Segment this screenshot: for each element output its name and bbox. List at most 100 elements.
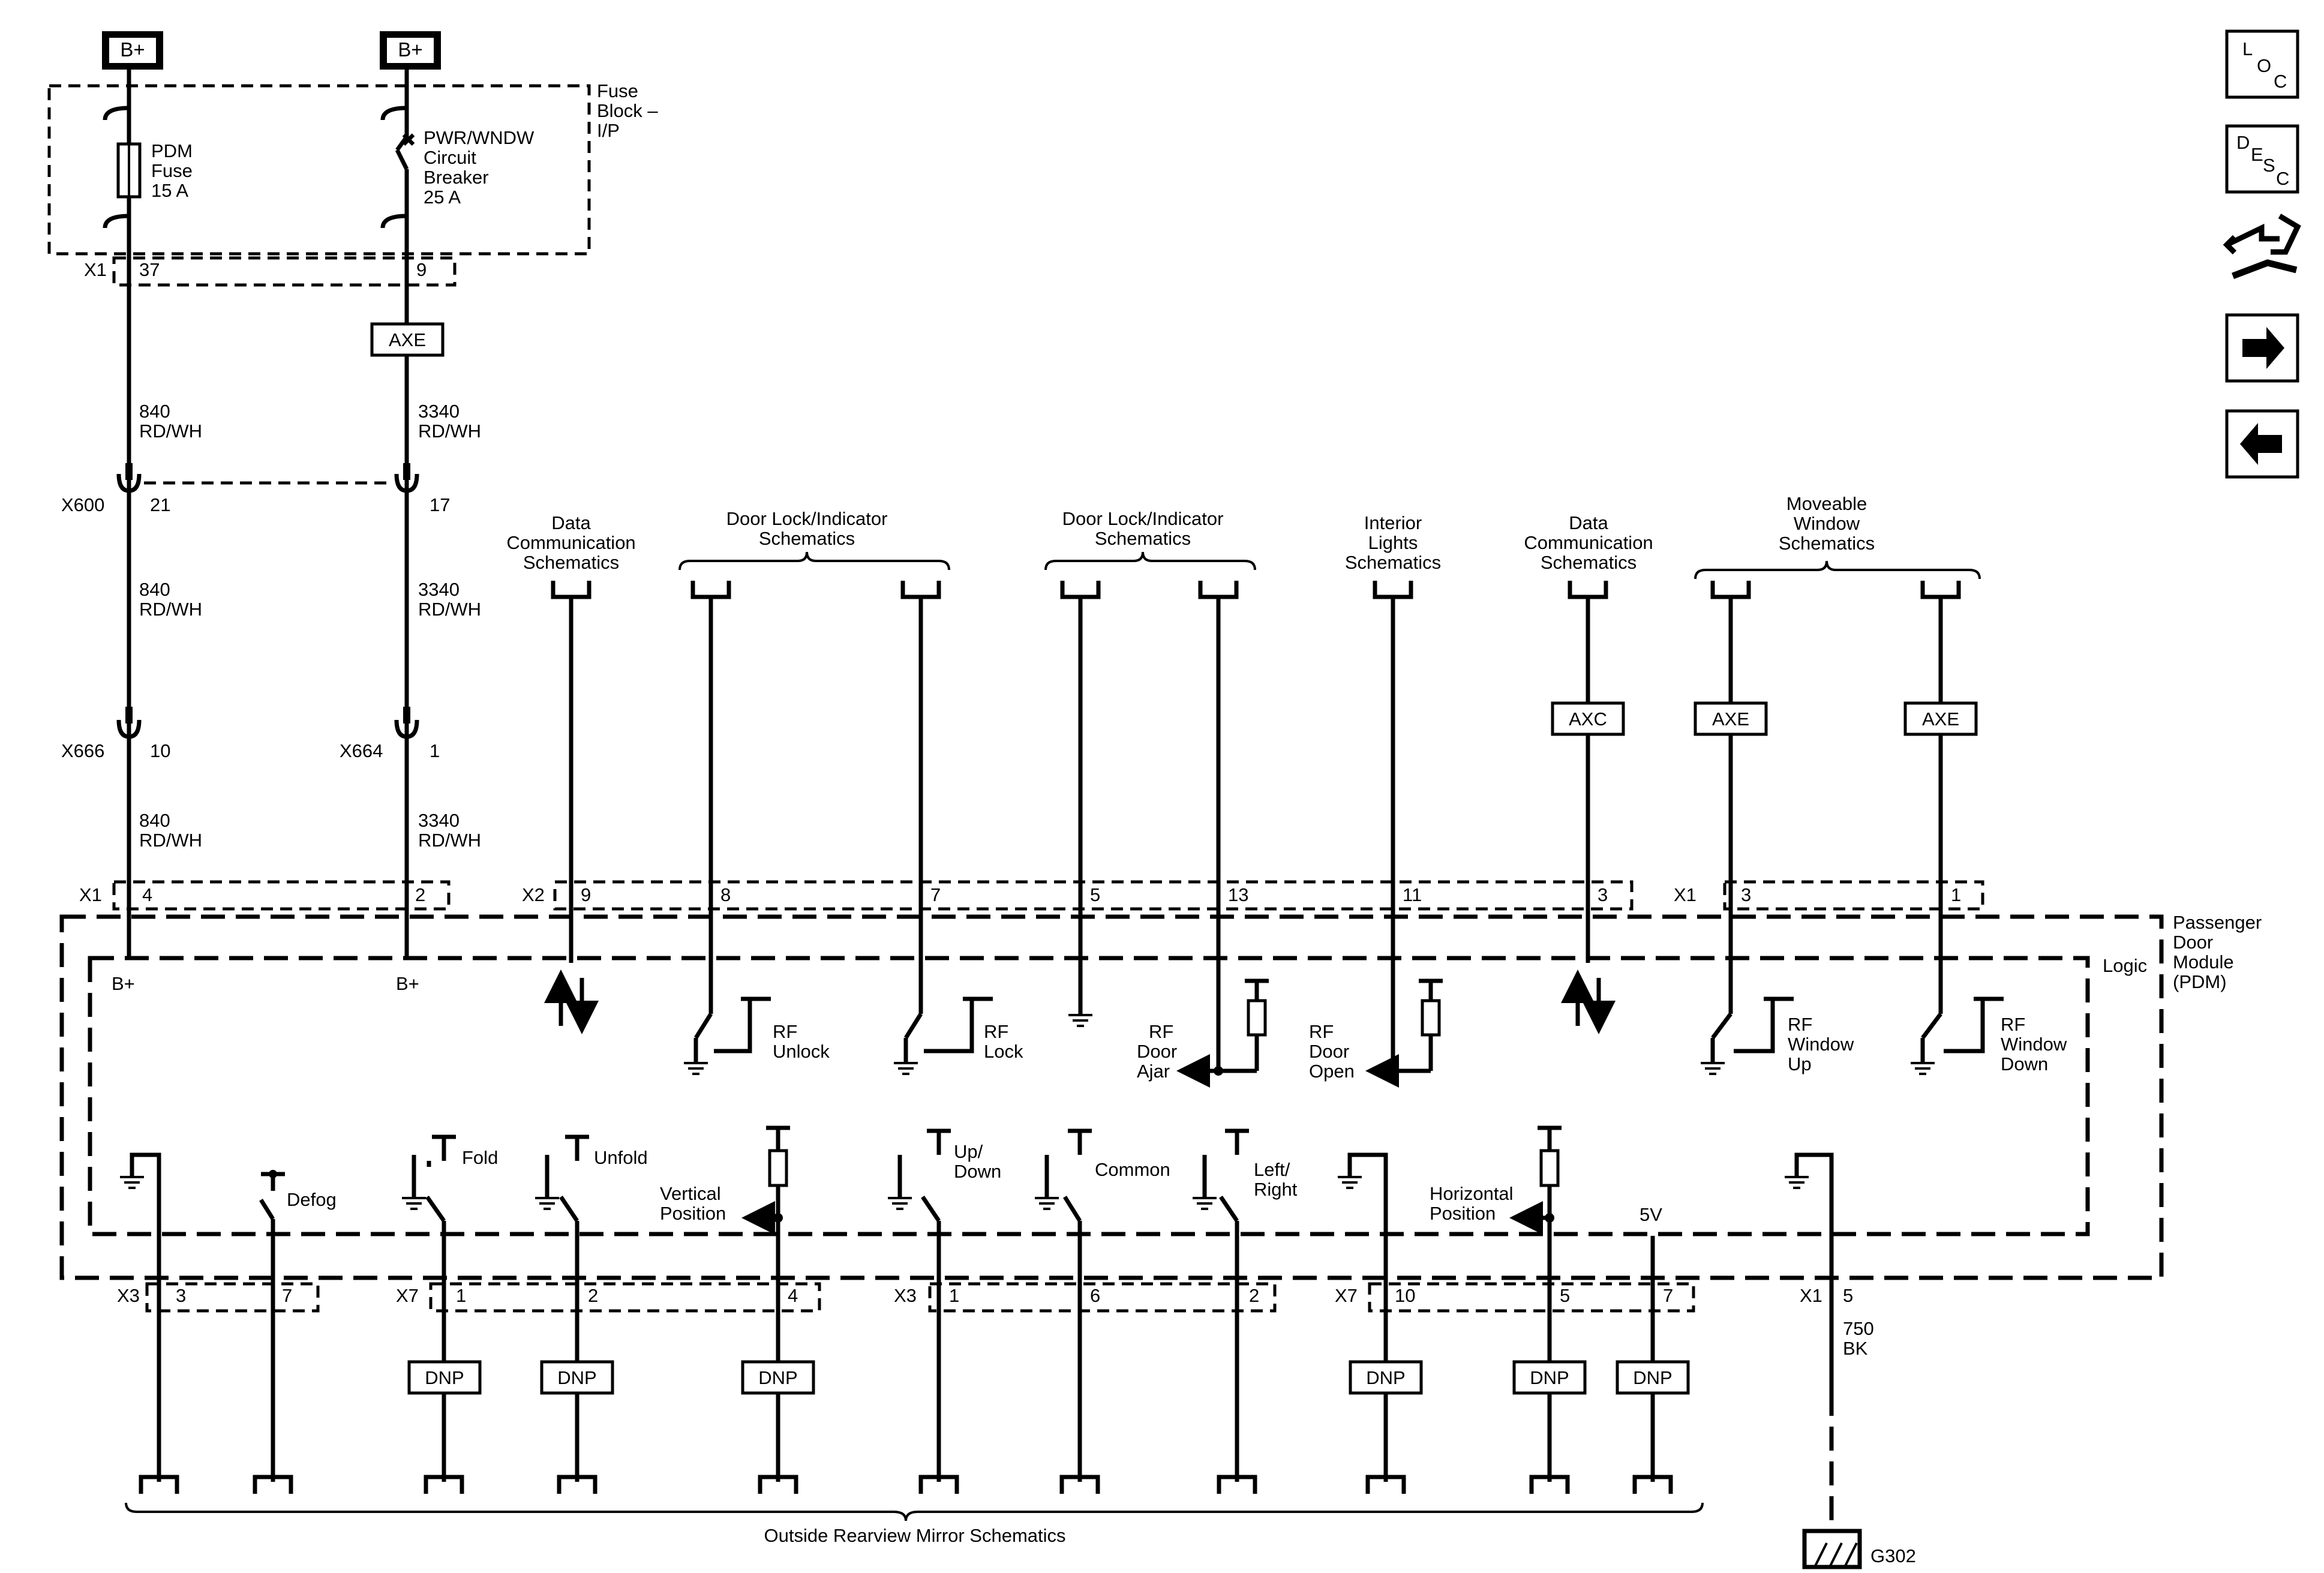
svg-text:2: 2	[1249, 1285, 1259, 1306]
connector-x666: X666	[61, 740, 104, 761]
bplus-source-right: B+	[380, 31, 441, 70]
ref-door-lock-right[interactable]: Door Lock/Indicator	[1062, 508, 1224, 529]
svg-text:9: 9	[416, 259, 427, 280]
ground-icon-x1-5	[1785, 1152, 1834, 1392]
connector-x7-right: X7	[1335, 1285, 1358, 1306]
svg-text:17: 17	[430, 494, 450, 515]
wire-3340: 3340	[418, 401, 460, 422]
g302-label: G302	[1870, 1545, 1916, 1566]
rf-window-down-switch	[1911, 963, 2004, 1075]
dnp-box-horizontal: DNP	[1512, 1360, 1587, 1395]
svg-text:O: O	[2257, 55, 2271, 76]
svg-text:Position: Position	[660, 1203, 726, 1224]
svg-text:10: 10	[1395, 1285, 1415, 1306]
ref-moveable-window[interactable]: Moveable	[1786, 493, 1867, 514]
pdm-module-outline	[59, 914, 2164, 1280]
rf-door-ajar-input	[1176, 963, 1269, 1088]
svg-text:840: 840	[139, 810, 170, 831]
svg-text:3: 3	[1598, 884, 1608, 905]
svg-text:1: 1	[949, 1285, 959, 1306]
svg-text:Down: Down	[954, 1161, 1001, 1182]
svg-text:RF: RF	[1149, 1021, 1173, 1042]
svg-text:13: 13	[1228, 884, 1248, 905]
left-right-switch	[1193, 1128, 1249, 1482]
bplus-source-left: B+	[102, 31, 163, 70]
connector-x7-left: X7	[396, 1285, 419, 1306]
up-down-switch	[888, 1128, 951, 1482]
svg-text:Lock: Lock	[984, 1041, 1023, 1062]
svg-text:Unlock: Unlock	[773, 1041, 830, 1062]
svg-text:Up/: Up/	[954, 1141, 983, 1162]
logic-outline	[88, 956, 2090, 1236]
desc-button[interactable]: D E S C	[2225, 124, 2299, 194]
ref-door-lock-left[interactable]: Door Lock/Indicator	[726, 508, 888, 529]
svg-text:DNP: DNP	[1530, 1367, 1569, 1388]
svg-text:B+: B+	[396, 973, 419, 994]
svg-text:9: 9	[581, 884, 591, 905]
svg-text:7: 7	[930, 884, 941, 905]
svg-text:Communication: Communication	[1524, 532, 1653, 553]
module-name: Passenger	[2173, 912, 2262, 933]
fuse-block-outline	[47, 84, 591, 256]
svg-text:S: S	[2263, 155, 2275, 176]
svg-text:5: 5	[1090, 884, 1100, 905]
svg-text:3340: 3340	[418, 579, 460, 600]
svg-text:Block –: Block –	[597, 100, 658, 121]
svg-text:E: E	[2251, 144, 2263, 165]
dnp-box-5v: DNP	[1616, 1360, 1690, 1395]
dnp-box-fold: DNP	[407, 1360, 482, 1395]
svg-text:AXE: AXE	[1922, 709, 1959, 730]
svg-text:AXE: AXE	[1712, 709, 1749, 730]
svg-text:840: 840	[139, 579, 170, 600]
rf-unlock-switch	[684, 963, 771, 1075]
svg-text:Up: Up	[1788, 1053, 1812, 1074]
svg-text:I/P: I/P	[597, 120, 620, 141]
rf-lock-switch	[894, 963, 993, 1075]
connector-x3-right: X3	[894, 1285, 917, 1306]
ref-data-communication-right[interactable]: Data	[1569, 512, 1608, 533]
connector-x2: X2	[522, 884, 545, 905]
ref-outside-mirror[interactable]: Outside Rearview Mirror Schematics	[764, 1525, 1065, 1546]
rf-window-up-switch	[1701, 963, 1794, 1075]
dnp-box-x7-10: DNP	[1349, 1360, 1423, 1395]
svg-text:RF: RF	[2001, 1014, 2025, 1035]
svg-text:Unfold: Unfold	[594, 1147, 648, 1168]
svg-text:C: C	[2274, 71, 2287, 92]
svg-text:5: 5	[1560, 1285, 1570, 1306]
loc-button[interactable]: L O C	[2225, 29, 2299, 99]
data-comm-arrows-right	[1561, 969, 1616, 1034]
svg-text:Module: Module	[2173, 951, 2234, 972]
svg-text:1: 1	[430, 740, 440, 761]
svg-text:DNP: DNP	[1366, 1367, 1405, 1388]
svg-text:21: 21	[150, 494, 170, 515]
horizontal-position-sensor	[1509, 1125, 1562, 1482]
connector-x1-ground: X1	[1800, 1285, 1822, 1306]
next-page-button[interactable]	[2225, 313, 2299, 383]
previous-page-button[interactable]	[2225, 409, 2299, 479]
svg-text:B+: B+	[112, 973, 135, 994]
svg-text:11: 11	[1403, 884, 1422, 905]
defog-switch	[259, 1170, 285, 1482]
connector-x3-left: X3	[117, 1285, 140, 1306]
axc-box: AXC	[1551, 701, 1625, 736]
breaker-label: PWR/WNDW	[424, 127, 535, 148]
wire-840: 840	[139, 401, 170, 422]
svg-text:Lights: Lights	[1368, 532, 1418, 553]
svg-text:DNP: DNP	[758, 1367, 797, 1388]
connector-diagnostic-icon[interactable]	[2223, 214, 2301, 280]
svg-text:DNP: DNP	[557, 1367, 596, 1388]
svg-text:3: 3	[176, 1285, 186, 1306]
ref-data-communication-left[interactable]: Data	[551, 512, 591, 533]
svg-text:10: 10	[150, 740, 170, 761]
ref-interior-lights[interactable]: Interior	[1364, 512, 1422, 533]
vertical-position-sensor	[741, 1125, 790, 1482]
svg-text:Circuit: Circuit	[424, 147, 476, 168]
svg-text:Left/: Left/	[1254, 1159, 1290, 1180]
rf-door-open-input	[1365, 963, 1443, 1088]
svg-text:8: 8	[720, 884, 731, 905]
5v-label: 5V	[1640, 1204, 1662, 1225]
svg-text:RD/WH: RD/WH	[139, 599, 202, 620]
axe-box-window-down: AXE	[1903, 701, 1978, 736]
svg-text:4: 4	[142, 884, 152, 905]
